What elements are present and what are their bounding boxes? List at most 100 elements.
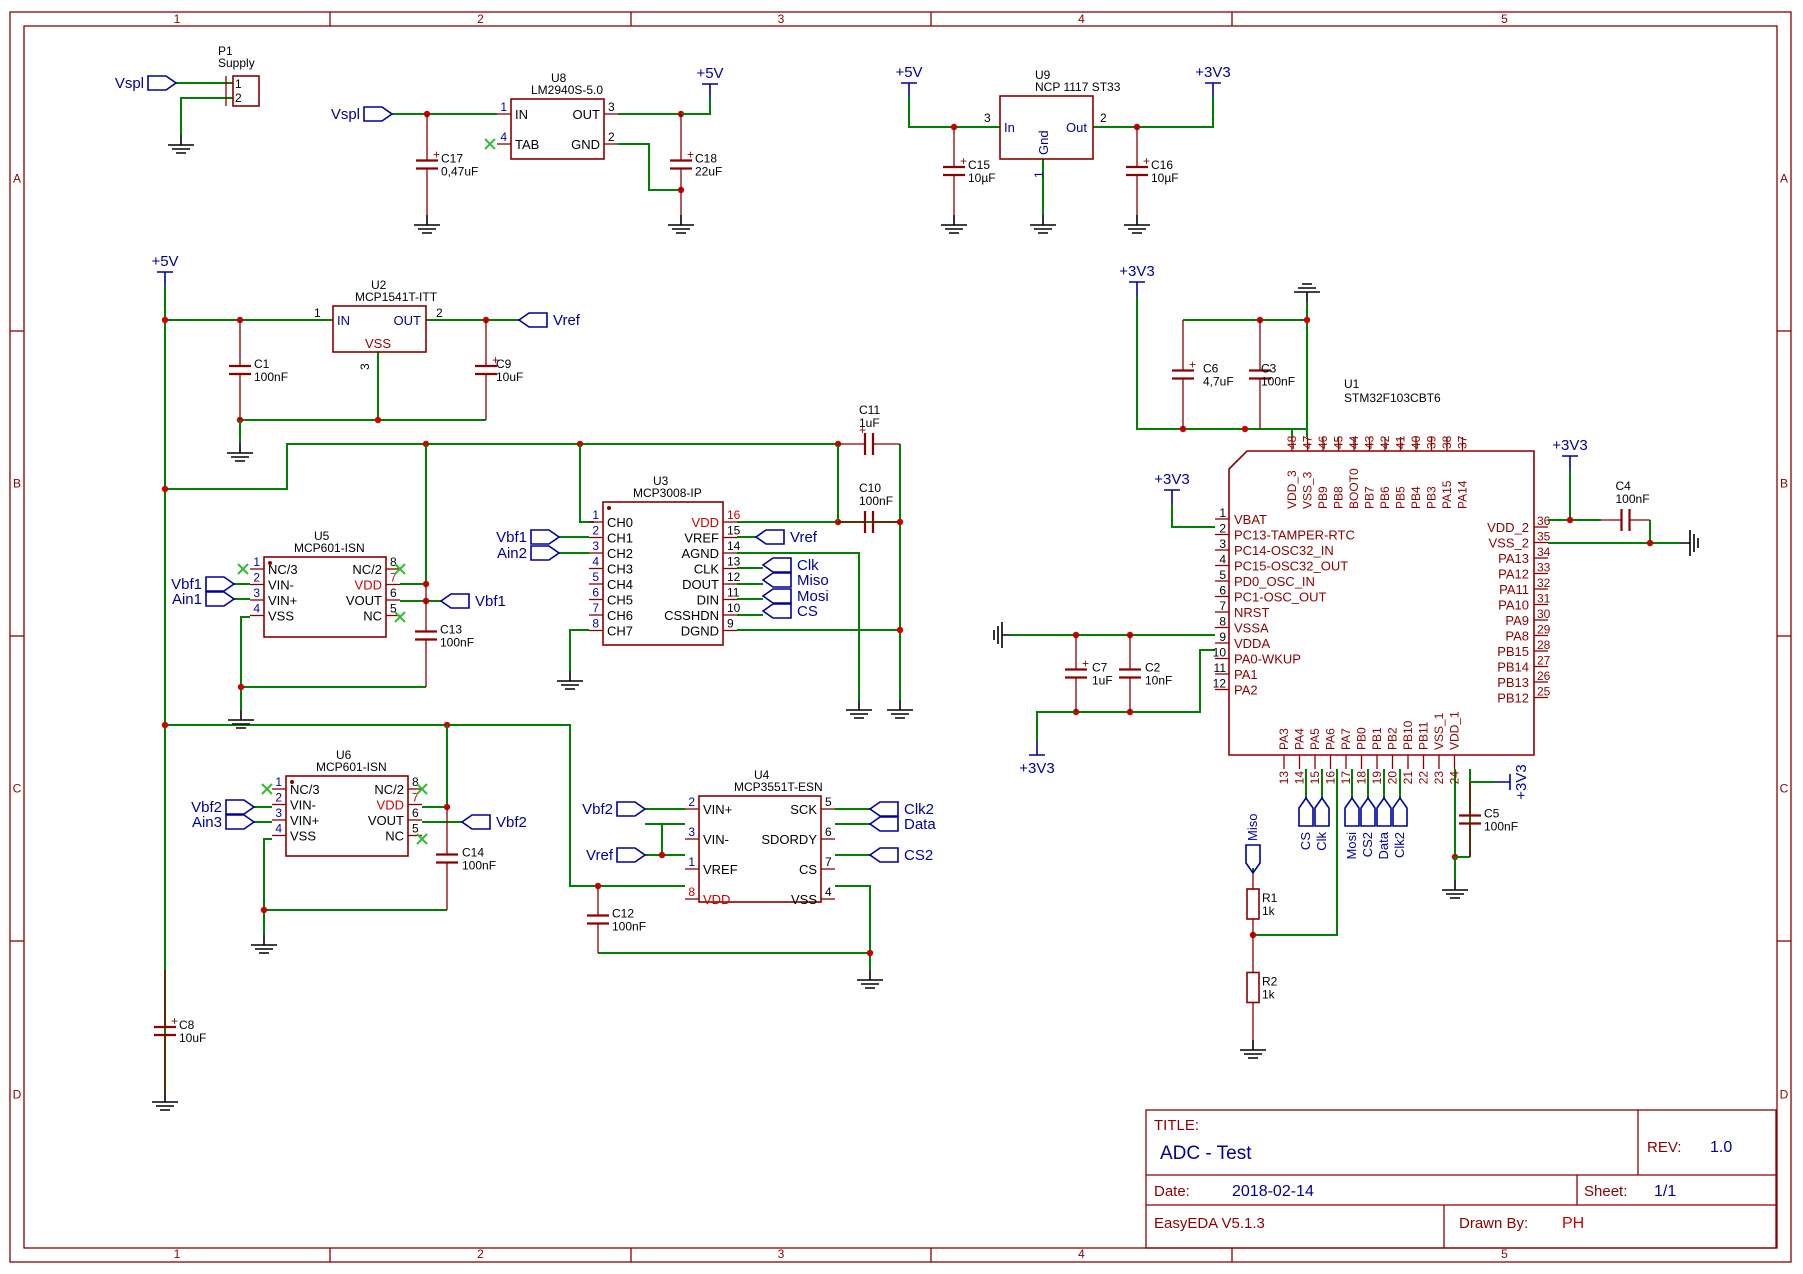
pin-number: 19	[1370, 771, 1384, 785]
wire	[737, 552, 860, 700]
pin-number: 33	[1537, 561, 1551, 575]
pin-number: 18	[1355, 771, 1369, 785]
frame-column-label: 3	[778, 1247, 785, 1261]
pin-number: 5	[825, 795, 832, 809]
pin-number: 27	[1537, 654, 1551, 668]
pin-number: 7	[592, 601, 599, 615]
net-flag-data: Data	[1376, 796, 1392, 859]
pin-number: 15	[727, 524, 741, 538]
chip-value: MCP3008-IP	[633, 486, 702, 500]
drawn-by-label: Drawn By:	[1459, 1215, 1528, 1232]
net-flag-symbol	[761, 557, 792, 573]
pin-name: VSS_3	[1301, 471, 1315, 509]
pin-number: 47	[1301, 435, 1315, 449]
junction-dot	[374, 416, 382, 424]
frame-column-label: 3	[778, 12, 785, 26]
pin-name: PB9	[1316, 486, 1330, 509]
capacitor-value: 10uF	[496, 370, 523, 384]
no-connect-marker	[416, 833, 428, 845]
pin-name: VOUT	[346, 593, 382, 608]
net-label: Clk2	[904, 801, 934, 818]
wire	[1171, 504, 1215, 528]
rev-value: 1.0	[1710, 1139, 1732, 1156]
capacitor-C11	[863, 433, 875, 455]
pin-name: PC15-OSC32_OUT	[1234, 559, 1348, 574]
ground-symbol	[152, 1092, 178, 1111]
pin-name: VSS	[791, 892, 817, 907]
pin-number: 1	[688, 855, 695, 869]
chip-body	[510, 98, 605, 160]
ground-symbol	[668, 215, 694, 234]
pin-number: 6	[390, 586, 397, 600]
pin-number: 2	[688, 795, 695, 809]
pin-name: PB1	[1370, 727, 1384, 750]
pin-number: 43	[1363, 435, 1377, 449]
pin-number: 5	[592, 570, 599, 584]
net-flag-symbol	[1376, 796, 1392, 827]
polarity-mark: +	[171, 1014, 178, 1028]
pin-name: DIN	[697, 593, 719, 608]
net-label: Miso	[1245, 814, 1260, 841]
capacitor-value: 1uF	[859, 416, 880, 430]
frame-column-label: 2	[477, 12, 484, 26]
chip-ref: P1	[218, 44, 233, 58]
pin-number: 8	[390, 555, 397, 569]
capacitor-ref: C6	[1203, 362, 1219, 376]
pin-number: 2	[275, 791, 282, 805]
net-flag-symbol	[868, 847, 899, 863]
net-flag-symbol	[616, 847, 647, 863]
ground-symbol	[1294, 283, 1320, 302]
power-flag-symbol	[1496, 774, 1511, 790]
pin-number: 37	[1456, 435, 1470, 449]
chip-U9	[999, 95, 1094, 160]
pin-name: VBAT	[1234, 512, 1267, 527]
net-label: Clk	[797, 557, 819, 574]
pin-number: 9	[1219, 630, 1226, 644]
pin-number: 4	[275, 822, 282, 836]
net-flag-clk2: Clk2	[868, 801, 934, 818]
junction-dot	[1646, 539, 1654, 547]
pin-name: PA12	[1498, 567, 1529, 582]
capacitor-value: 1uF	[1092, 674, 1113, 688]
capacitor-C12	[587, 914, 609, 925]
power-flag-symbol	[1562, 455, 1578, 470]
pin-name: CH7	[607, 624, 633, 639]
net-label: Ain2	[497, 545, 527, 562]
capacitor-value: 100nF	[1616, 492, 1650, 506]
power-flag-symbol	[1129, 281, 1145, 296]
chip-ref: U8	[551, 71, 567, 85]
power-flag: +3V3	[1019, 741, 1055, 777]
ground-symbol	[1124, 215, 1150, 234]
net-flag-vref: Vref	[586, 847, 647, 864]
drawn-by-value: PH	[1562, 1215, 1584, 1232]
pin-number: 3	[688, 825, 695, 839]
net-flag-symbol	[147, 75, 178, 91]
pin-name: CH1	[607, 531, 633, 546]
net-flag-ain3: Ain3	[192, 814, 256, 831]
capacitor-value: 100nF	[254, 370, 288, 384]
pin-name: PA6	[1324, 728, 1338, 750]
pin-number: 13	[1277, 771, 1291, 785]
capacitor-C17	[416, 159, 438, 170]
connector-P1	[232, 75, 260, 107]
polarity-mark: +	[687, 148, 694, 162]
pin-number: 3	[358, 363, 372, 370]
capacitor-value: 100nF	[612, 920, 646, 934]
resistor-value: 1k	[1262, 904, 1276, 918]
wire	[1253, 769, 1338, 936]
pin-name: VSS	[268, 609, 294, 624]
pin-number: 8	[1219, 615, 1226, 629]
ground-symbol	[1680, 530, 1699, 556]
pin-name: CH5	[607, 593, 633, 608]
pin-number: 16	[1324, 771, 1338, 785]
pin-number: 1	[314, 306, 321, 320]
pin-name: VIN+	[290, 813, 319, 828]
pin-name: NC/2	[352, 562, 382, 577]
pin-name: PB11	[1417, 721, 1431, 750]
pin-number: 9	[727, 617, 734, 631]
wire	[645, 823, 685, 856]
pin-name: VIN-	[703, 832, 729, 847]
